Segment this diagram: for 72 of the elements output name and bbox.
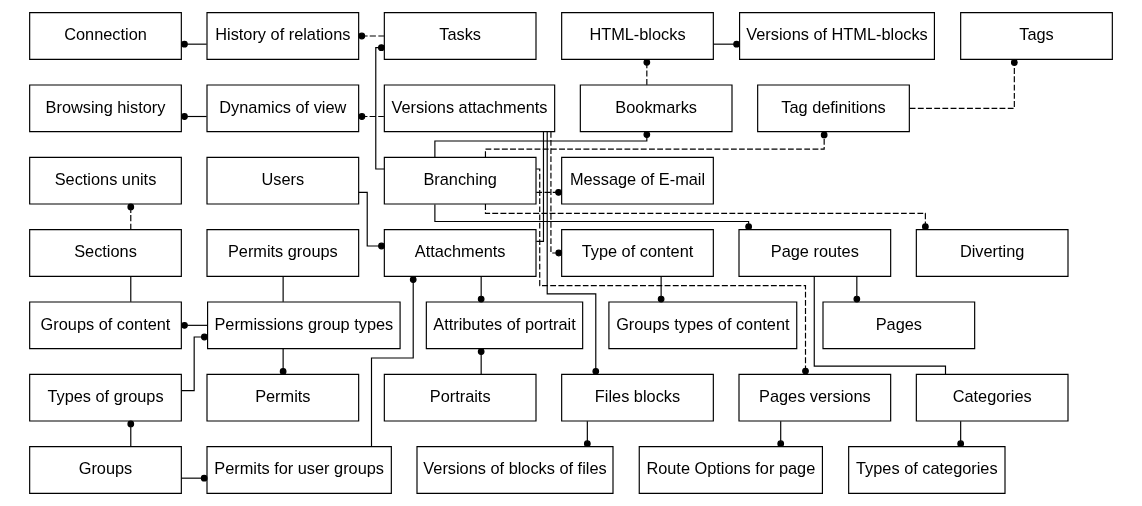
connector	[127, 420, 135, 447]
connector	[282, 276, 284, 303]
node-box: Groups types of content	[608, 301, 798, 350]
connector	[957, 420, 965, 448]
connector	[643, 58, 651, 86]
connector	[535, 188, 562, 196]
node-box: Tasks	[383, 12, 537, 60]
connector	[370, 276, 417, 447]
node-box: Type of content	[561, 229, 714, 277]
node-box: Diverting	[915, 229, 1069, 277]
connector	[853, 276, 861, 303]
connector	[484, 131, 828, 158]
node-box: Route Options for page	[638, 446, 823, 494]
connector	[712, 40, 740, 48]
connector	[434, 131, 651, 158]
connector	[535, 131, 545, 242]
node-box: History of relations	[206, 12, 360, 60]
node-box: Browsing history	[29, 84, 182, 133]
connector	[813, 275, 947, 375]
connector	[181, 321, 209, 329]
connector	[777, 420, 785, 448]
node-box: Versions attachments	[383, 84, 556, 133]
node-box: Groups	[29, 446, 182, 494]
node-box: Permits groups	[206, 229, 360, 277]
node-box: Files blocks	[561, 373, 714, 422]
connector	[546, 131, 600, 375]
node-box: Connection	[29, 12, 182, 60]
node-box: Pages versions	[738, 373, 892, 422]
node-box: HTML-blocks	[561, 12, 714, 60]
connector	[127, 203, 135, 230]
connector	[909, 59, 1018, 109]
node-box: Pages	[822, 301, 976, 350]
connector	[434, 203, 752, 231]
connector	[181, 40, 208, 48]
node-box: Bookmarks	[579, 84, 733, 133]
node-box: Groups of content	[29, 301, 182, 350]
connector	[358, 113, 385, 120]
connector	[358, 191, 385, 250]
node-box: Users	[206, 156, 360, 205]
connector	[279, 348, 287, 375]
node-box: Tag definitions	[757, 84, 910, 133]
node-box: Dynamics of view	[206, 84, 360, 133]
connector	[375, 44, 385, 170]
node-box: Branching	[383, 156, 537, 205]
node-box: Sections	[29, 229, 182, 277]
connector	[477, 276, 485, 303]
connector	[130, 276, 132, 303]
node-box: Types of categories	[848, 446, 1006, 494]
node-box: Permissions group types	[207, 301, 401, 350]
node-box: Page routes	[738, 229, 892, 277]
connector	[180, 333, 208, 392]
node-box: Attachments	[383, 229, 537, 277]
connector	[583, 420, 591, 448]
node-box: Message of E-mail	[561, 156, 714, 205]
connector	[181, 113, 208, 120]
node-box: Categories	[915, 373, 1069, 422]
node-box: Portraits	[383, 373, 537, 422]
connector	[657, 276, 665, 303]
node-box: Permits	[206, 373, 360, 422]
connector	[535, 168, 809, 375]
connector	[477, 348, 485, 375]
node-box: Permits for user groups	[206, 446, 392, 494]
connector	[550, 131, 563, 257]
node-box: Versions of blocks of files	[416, 446, 614, 494]
node-box: Types of groups	[29, 373, 182, 422]
node-box: Attributes of portrait	[425, 301, 584, 350]
connector	[484, 203, 929, 231]
connector	[180, 474, 208, 482]
connector	[358, 32, 385, 40]
node-box: Sections units	[29, 156, 182, 205]
node-box: Tags	[960, 12, 1113, 60]
node-box: Versions of HTML-blocks	[739, 12, 935, 60]
